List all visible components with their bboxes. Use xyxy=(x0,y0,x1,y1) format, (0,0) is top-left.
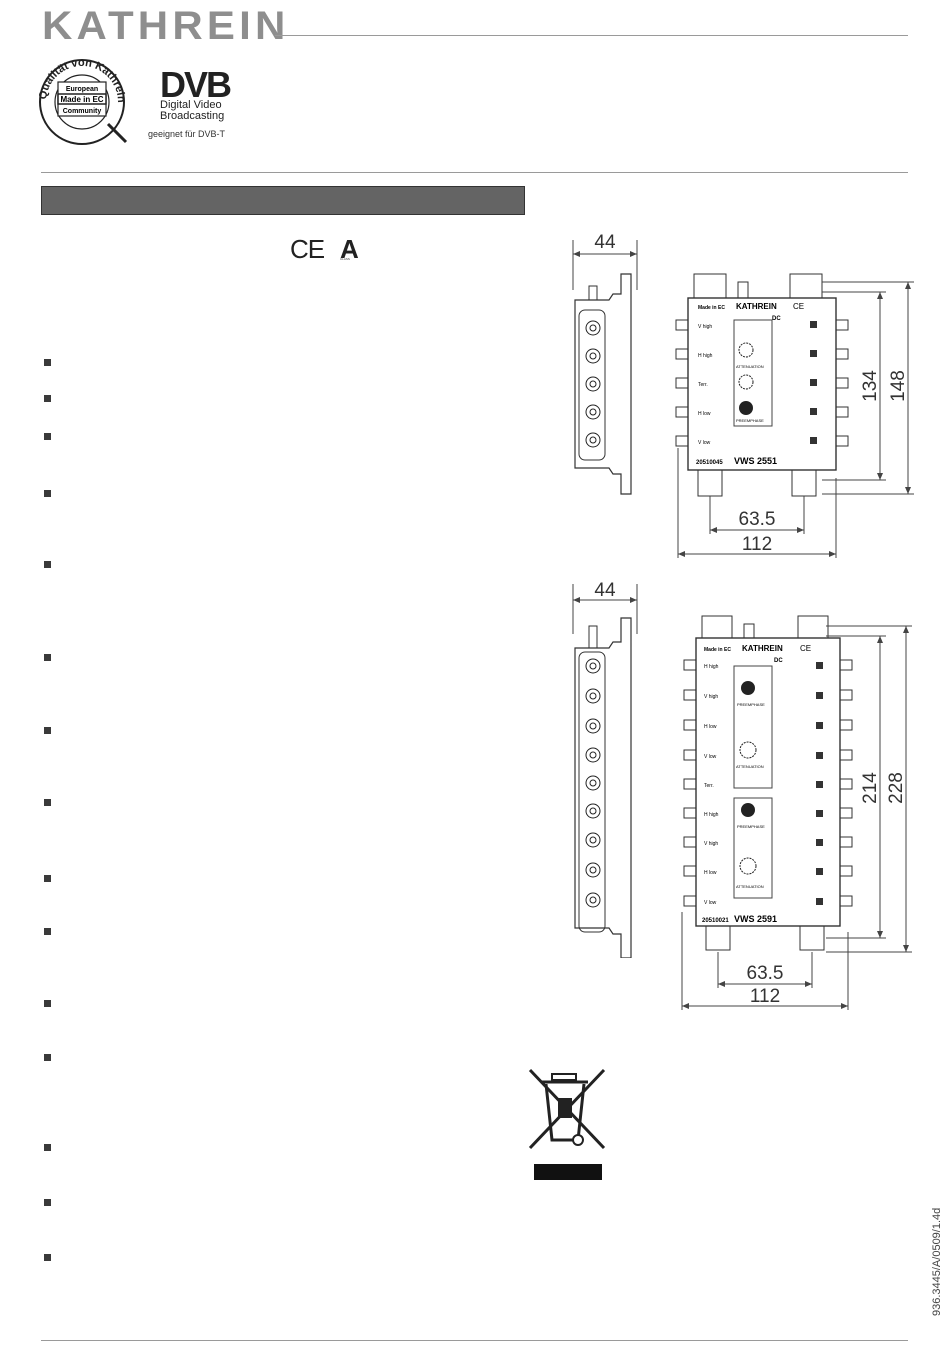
drawing1-port-label: V low xyxy=(698,440,711,446)
drawing2-width-inner: 63.5 xyxy=(747,963,784,984)
drawing2-port-label: V high xyxy=(704,694,718,700)
drawing1-height-outer: 148 xyxy=(888,370,909,402)
drawing1-side-view: 44 xyxy=(572,232,638,495)
footer-rule xyxy=(41,1340,908,1341)
drawing2-height-inner: 214 xyxy=(860,772,881,804)
bullet xyxy=(44,359,51,366)
drawing1-height-inner: 134 xyxy=(860,370,881,402)
drawing2-front-view: Made in EC KATHREIN CE DC H high V high … xyxy=(681,615,912,1010)
drawing2-port-label: V low xyxy=(704,900,717,906)
header-rule xyxy=(275,35,908,36)
drawing2-port-label: H high xyxy=(704,664,719,670)
drawing2-port-label: V low xyxy=(704,754,717,760)
drawing2-port-label: H low xyxy=(704,724,717,730)
drawing2-preemphase-label-2: PREEMPHASE xyxy=(737,824,765,829)
drawing1-depth-label: 44 xyxy=(594,232,616,253)
drawing2-port-label: V high xyxy=(704,841,718,847)
drawing1-width-outer: 112 xyxy=(742,534,772,555)
bullet xyxy=(44,799,51,806)
drawing1-model: VWS 2551 xyxy=(734,456,777,466)
drawing2-dc: DC xyxy=(774,658,783,664)
bullet xyxy=(44,490,51,497)
drawing1-attenuation-label: ATTENUATION xyxy=(736,364,764,369)
seal-line-3: Community xyxy=(63,108,102,115)
drawing1-dc: DC xyxy=(772,316,781,322)
class-a-caption: CLASS xyxy=(340,257,350,261)
bullet xyxy=(44,727,51,734)
drawing1-port-label: Terr. xyxy=(698,382,708,388)
drawing1-port-label: H low xyxy=(698,411,711,417)
drawing2-model: VWS 2591 xyxy=(734,914,777,924)
drawing2-depth-label: 44 xyxy=(594,580,616,601)
bullet xyxy=(44,928,51,935)
bullet xyxy=(44,1000,51,1007)
title-bar xyxy=(41,186,525,215)
bullet xyxy=(44,1199,51,1206)
seal-line-2: Made in EC xyxy=(60,95,103,104)
drawing2-height-outer: 228 xyxy=(886,772,907,804)
drawing1-width-inner: 63.5 xyxy=(739,509,776,530)
weee-bin-icon xyxy=(528,1068,606,1180)
bullet xyxy=(44,1254,51,1261)
class-a-mark: A xyxy=(340,234,359,264)
drawing2-attenuation-label-2: ATTENUATION xyxy=(736,884,764,889)
bullet xyxy=(44,561,51,568)
brand-logo: KATHREIN xyxy=(42,4,290,48)
drawing1-front-view: Made in EC KATHREIN CE DC V high H high … xyxy=(675,273,914,558)
dvb-logo: DVB xyxy=(160,64,232,105)
bullet xyxy=(44,875,51,882)
drawing2-port-label: H low xyxy=(704,870,717,876)
bullet xyxy=(44,433,51,440)
document-code: 936.3445/A/0509/1.4d xyxy=(931,1207,943,1316)
bullet xyxy=(44,654,51,661)
bullet xyxy=(44,1144,51,1151)
drawing1-preemphase-label: PREEMPHASE xyxy=(736,418,764,423)
drawing2-part-no: 20510021 xyxy=(702,918,729,924)
drawing2-attenuation-label: ATTENUATION xyxy=(736,764,764,769)
drawing1-port-label: V high xyxy=(698,324,712,330)
dvb-line-1: Digital Video xyxy=(160,99,222,111)
drawing1-ce: CE xyxy=(793,302,804,311)
seal-line-1: European xyxy=(66,86,98,93)
bullet xyxy=(44,1054,51,1061)
drawing1-made-in: Made in EC xyxy=(698,305,725,311)
drawing1-brand: KATHREIN xyxy=(736,302,777,311)
dvbt-caption: geeignet für DVB-T xyxy=(148,129,226,139)
drawing2-side-view: 44 xyxy=(572,580,638,958)
drawing2-preemphase-label: PREEMPHASE xyxy=(737,702,765,707)
drawing2-port-label: Terr. xyxy=(704,783,714,789)
drawing2-ce: CE xyxy=(800,644,811,653)
drawing2-brand: KATHREIN xyxy=(742,644,783,653)
ce-mark: CE xyxy=(290,234,325,264)
drawing2-port-label: H high xyxy=(704,812,719,818)
drawing1-port-label: H high xyxy=(698,353,713,359)
quality-seal: Qualität von Kathrein European Made in E… xyxy=(37,57,127,145)
section-rule xyxy=(41,172,908,173)
dvb-line-2: Broadcasting xyxy=(160,110,225,122)
bullet xyxy=(44,395,51,402)
drawing2-made-in: Made in EC xyxy=(704,647,731,653)
drawing1-part-no: 20510045 xyxy=(696,460,723,466)
drawing2-width-outer: 112 xyxy=(750,986,780,1007)
